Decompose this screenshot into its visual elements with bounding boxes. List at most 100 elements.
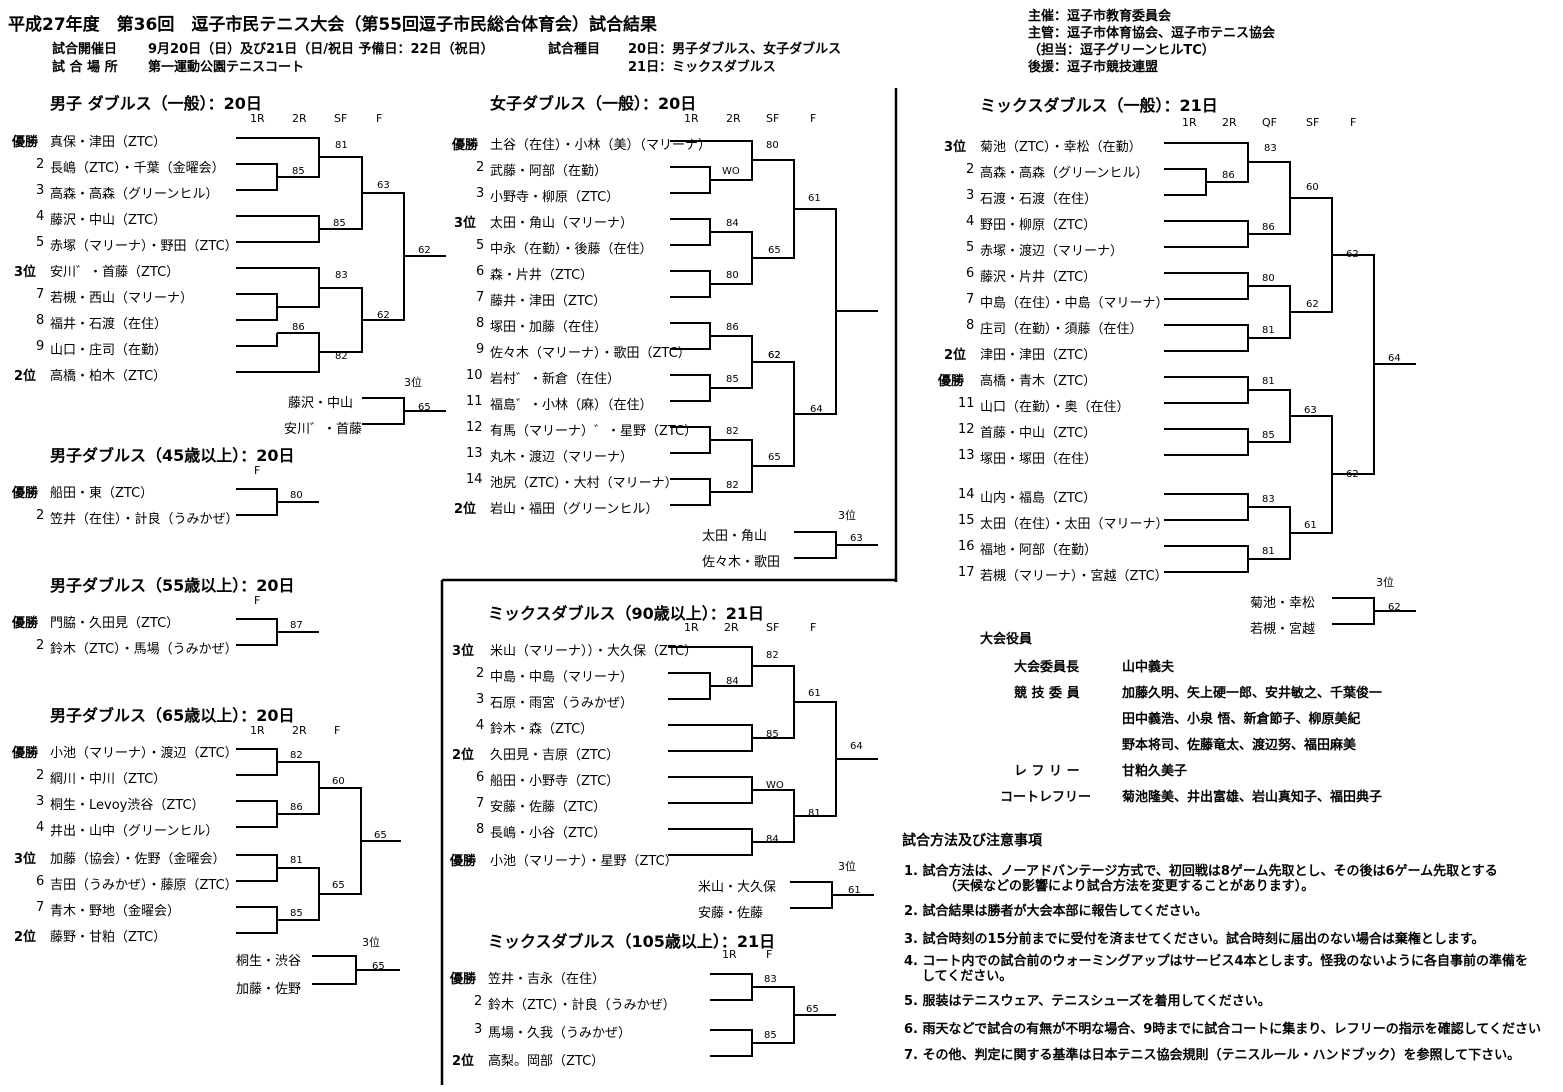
match-score: 63 xyxy=(1304,405,1317,416)
third-place-pair: 太田・角山 xyxy=(702,529,768,544)
match-score: 85 xyxy=(1262,430,1275,441)
draw-number: 2 xyxy=(36,638,45,653)
draw-number: 4 xyxy=(36,820,45,835)
match-score: 81 xyxy=(1262,376,1275,387)
bracket-connector xyxy=(1290,415,1333,534)
draw-number: 15 xyxy=(958,513,975,528)
draw-number: 6 xyxy=(476,264,485,279)
draw-number: 3 xyxy=(36,183,45,198)
bracket-title: ミックスダブルス（105歳以上）：21日 xyxy=(488,932,776,951)
round-header: 2R xyxy=(292,724,307,737)
organizer-line: 主催：逗子市教育委員会 xyxy=(1028,9,1172,24)
round-header: F xyxy=(334,724,341,737)
match-score: 85 xyxy=(764,1030,777,1041)
player-pair: 井出・山中（グリーンヒル） xyxy=(50,824,219,839)
draw-number: 11 xyxy=(466,394,483,409)
match-score: 61 xyxy=(808,688,821,699)
player-pair: 福島゛・小林（麻）（在住） xyxy=(490,398,653,413)
placement-label: 2位 xyxy=(14,369,37,384)
draw-number: 7 xyxy=(36,900,45,915)
player-pair: 高梨。岡部（ZTC） xyxy=(488,1054,605,1069)
draw-number: 2 xyxy=(476,666,485,681)
player-pair: 石原・雨宮（うみかぜ） xyxy=(490,696,634,711)
player-pair: 武藤・阿部（在勤） xyxy=(490,164,608,179)
placement-label: 3位 xyxy=(944,140,967,155)
player-pair: 小野寺・柳原（ZTC） xyxy=(490,190,620,205)
match-score: 62 xyxy=(377,310,390,321)
placement-label: 2位 xyxy=(452,748,475,763)
third-place-label: 3位 xyxy=(362,936,380,949)
official-names: 甘粕久美子 xyxy=(1122,764,1188,779)
draw-number: 16 xyxy=(958,539,975,554)
match-score: 82 xyxy=(290,750,303,761)
match-score: 85 xyxy=(290,908,303,919)
bracket-connector xyxy=(1164,168,1207,196)
official-names: 田中義浩、小泉 悟、新倉節子、柳原美紀 xyxy=(1122,712,1361,727)
organizer-line: 主管：逗子市体育協会、逗子市テニス協会 xyxy=(1028,26,1276,41)
round-header: 1R xyxy=(684,621,699,634)
placement-label: 3位 xyxy=(452,644,475,659)
player-pair: 高森・高森（グリーンヒル） xyxy=(50,187,219,202)
bracket-connector xyxy=(1164,220,1249,248)
bracket-title: 男子ダブルス（65歳以上）：20日 xyxy=(50,706,295,725)
draw-number: 7 xyxy=(476,796,485,811)
draw-number: 11 xyxy=(958,396,975,411)
player-pair: 池尻（ZTC）・大村（マリーナ） xyxy=(490,476,678,491)
player-pair: 米山（マリーナ））・大久保（ZTC） xyxy=(490,644,698,659)
player-pair: 首藤・中山（ZTC） xyxy=(980,426,1097,441)
note-item: 3. 試合時刻の15分前までに受付を済ませてください。試合時刻に届出のない場合は… xyxy=(904,932,1485,947)
player-pair: 岩山・福田（グリーンヒル） xyxy=(490,502,659,517)
round-header: SF xyxy=(766,112,780,125)
bracket-connector xyxy=(1164,545,1249,573)
draw-number: 8 xyxy=(966,318,975,333)
bracket-title: ミックスダブルス（90歳以上）：21日 xyxy=(488,604,765,623)
player-pair: 塚田・塚田（在住） xyxy=(980,452,1098,467)
organizer-line: （担当：逗子グリーンヒルTC） xyxy=(1028,43,1215,58)
draw-number: 7 xyxy=(966,292,975,307)
bracket-connector xyxy=(1332,254,1375,475)
match-score: 86 xyxy=(1222,170,1235,181)
player-pair: 山口・庄司（在勤） xyxy=(50,343,168,358)
match-score: 81 xyxy=(808,808,821,819)
player-pair: 鈴木・森（ZTC） xyxy=(490,722,594,737)
bracket-connector xyxy=(670,166,711,194)
placement-label: 2位 xyxy=(452,1054,475,1069)
bracket-connector xyxy=(670,270,711,298)
player-pair: 中島（在住）・中島（マリーナ） xyxy=(980,296,1169,311)
player-pair: 福地・阿部（在勤） xyxy=(980,543,1098,558)
player-pair: 小池（マリーナ）・星野（ZTC） xyxy=(490,854,678,869)
round-header: F xyxy=(1350,116,1357,129)
third-place-score: 62 xyxy=(1388,602,1401,613)
player-pair: 鈴木（ZTC）・馬場（うみかぜ） xyxy=(50,642,238,657)
third-place-pair: 加藤・佐野 xyxy=(236,982,302,997)
organizer-block: 主催：逗子市教育委員会 主管：逗子市体育協会、逗子市テニス協会 （担当：逗子グリ… xyxy=(1028,8,1275,76)
draw-number: 3 xyxy=(476,186,485,201)
match-score: 65 xyxy=(768,452,781,463)
round-header: SF xyxy=(334,112,348,125)
player-pair: 高橋・青木（ZTC） xyxy=(980,374,1097,389)
draw-number: 2 xyxy=(966,162,975,177)
player-pair: 桐生・Levoy渋谷（ZTC） xyxy=(50,798,205,813)
player-pair: 有馬（マリーナ）゛・星野（ZTC） xyxy=(490,424,698,439)
bracket-connector xyxy=(1332,597,1375,625)
draw-number: 2 xyxy=(36,768,45,783)
match-score: 82 xyxy=(335,351,348,362)
third-place-score: 65 xyxy=(418,402,431,413)
date-label: 試合開催日 xyxy=(52,42,118,57)
bracket-connector xyxy=(1248,506,1291,560)
placement-label: 優勝 xyxy=(12,616,39,631)
player-pair: 塚田・加藤（在住） xyxy=(490,320,608,335)
player-pair: 長嶋・小谷（ZTC） xyxy=(490,826,607,841)
bracket-title: 男子ダブルス（55歳以上）：20日 xyxy=(50,576,295,595)
draw-number: 10 xyxy=(466,368,483,383)
match-score: 62 xyxy=(1306,299,1319,310)
match-score: 86 xyxy=(290,802,303,813)
draw-number: 6 xyxy=(966,266,975,281)
player-pair: 笠井・吉永（在住） xyxy=(488,972,606,987)
draw-number: 8 xyxy=(36,313,45,328)
draw-number: 6 xyxy=(36,874,45,889)
official-role: 競 技 委 員 xyxy=(1014,686,1080,701)
match-score: 81 xyxy=(335,140,348,151)
